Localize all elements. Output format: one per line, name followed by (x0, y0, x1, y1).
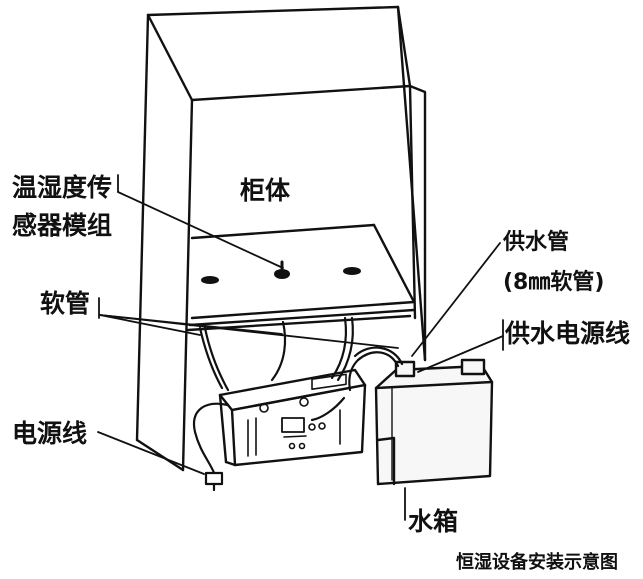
humidifier-unit (218, 368, 367, 467)
label-supply-pipe-line1: 供水管 (503, 230, 570, 255)
label-supply-pipe-line2: (8㎜软管) (503, 270, 605, 295)
label-hose: 软管 (40, 289, 91, 318)
supply-pipe (310, 346, 404, 422)
label-sensor-line2: 感器模组 (12, 211, 113, 240)
power-cord (192, 402, 230, 492)
water-tank (374, 358, 494, 486)
diagram-caption: 恒湿设备安装示意图 (456, 552, 618, 573)
label-pump-power: 供水电源线 (505, 319, 631, 348)
label-sensor-line1: 温湿度传 (12, 173, 113, 202)
label-cabinet: 柜体 (240, 176, 291, 205)
label-water-tank: 水箱 (408, 507, 459, 536)
leader-lines (97, 174, 504, 521)
shelf-fittings (201, 260, 361, 284)
label-power-cord: 电源线 (12, 419, 88, 448)
